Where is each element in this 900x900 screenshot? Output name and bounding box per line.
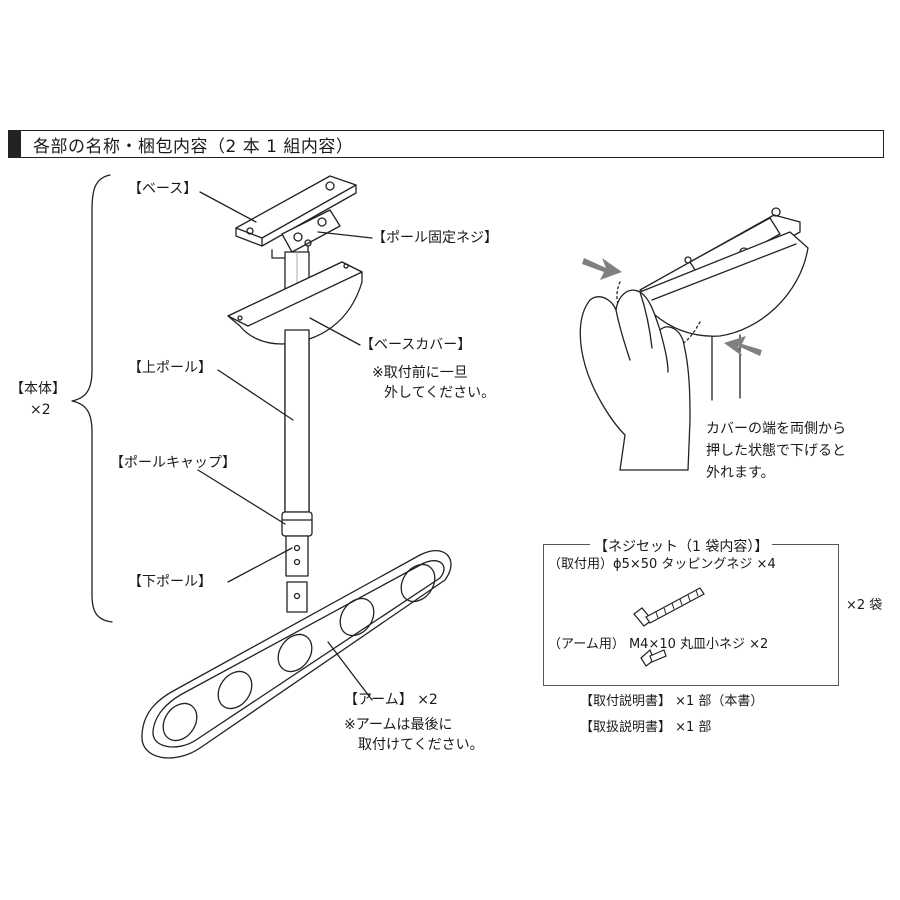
machine-screw-illustration bbox=[640, 648, 667, 667]
install-manual-item: 【取付説明書】 ×1 部（本書） bbox=[580, 694, 764, 709]
arm bbox=[141, 549, 452, 759]
cover-removal-line-3: 外れます。 bbox=[706, 465, 775, 481]
label-pole-screw: 【ポール固定ネジ】 bbox=[372, 230, 498, 246]
handling-manual-item: 【取扱説明書】 ×1 部 bbox=[580, 720, 712, 735]
section-header: 各部の名称・梱包内容（2 本 1 組内容） bbox=[8, 130, 884, 158]
label-body-qty: ×2 bbox=[30, 402, 51, 418]
base-cover-note-1: ※取付前に一旦 bbox=[372, 365, 468, 381]
label-lower-pole: 【下ポール】 bbox=[128, 574, 212, 590]
label-upper-pole: 【上ポール】 bbox=[128, 360, 212, 376]
screw-set-item-1: （取付用）ϕ5×50 タッピングネジ ×4 bbox=[548, 557, 776, 572]
leader-arm bbox=[327, 641, 373, 701]
screw-set-bag-qty: ×2 袋 bbox=[846, 598, 883, 613]
screw-set-title: 【ネジセット（1 袋内容）】 bbox=[590, 536, 773, 556]
push-arrow-left bbox=[582, 258, 622, 280]
leader-pole-cap bbox=[197, 469, 286, 525]
arm-note-2: 取付けてください。 bbox=[358, 737, 484, 753]
leader-pole-screw bbox=[317, 231, 373, 239]
leader-upper-pole bbox=[217, 369, 294, 421]
leader-lower-pole bbox=[227, 547, 293, 583]
label-body: 【本体】 bbox=[10, 381, 66, 397]
hand-illustration bbox=[579, 289, 691, 471]
leader-base-cover bbox=[309, 317, 361, 346]
push-arrow-right bbox=[724, 336, 762, 356]
base-cover-note-2: 外してください。 bbox=[384, 385, 496, 401]
base-plate bbox=[235, 175, 357, 259]
pole-cap bbox=[281, 511, 313, 537]
header-mark bbox=[9, 131, 21, 157]
section-title: 各部の名称・梱包内容（2 本 1 組内容） bbox=[33, 136, 354, 157]
arm-note-1: ※アームは最後に bbox=[344, 717, 453, 733]
screw-set-item-2: （アーム用） M4×10 丸皿小ネジ ×2 bbox=[548, 637, 769, 652]
lower-pole bbox=[285, 535, 309, 577]
cover-removal-line-2: 押した状態で下げると bbox=[706, 443, 846, 459]
cover-removal-illustration bbox=[579, 207, 809, 471]
label-pole-cap: 【ポールキャップ】 bbox=[110, 455, 236, 471]
cover-removal-line-1: カバーの端を両側から bbox=[706, 421, 846, 437]
leader-base bbox=[199, 191, 257, 223]
label-base: 【ベース】 bbox=[128, 181, 198, 197]
body-brace bbox=[71, 174, 113, 623]
label-base-cover: 【ベースカバー】 bbox=[360, 337, 472, 353]
tapping-screw-illustration bbox=[633, 587, 705, 627]
arm-joint bbox=[286, 581, 308, 613]
label-arm: 【アーム】 ×2 bbox=[344, 692, 438, 708]
